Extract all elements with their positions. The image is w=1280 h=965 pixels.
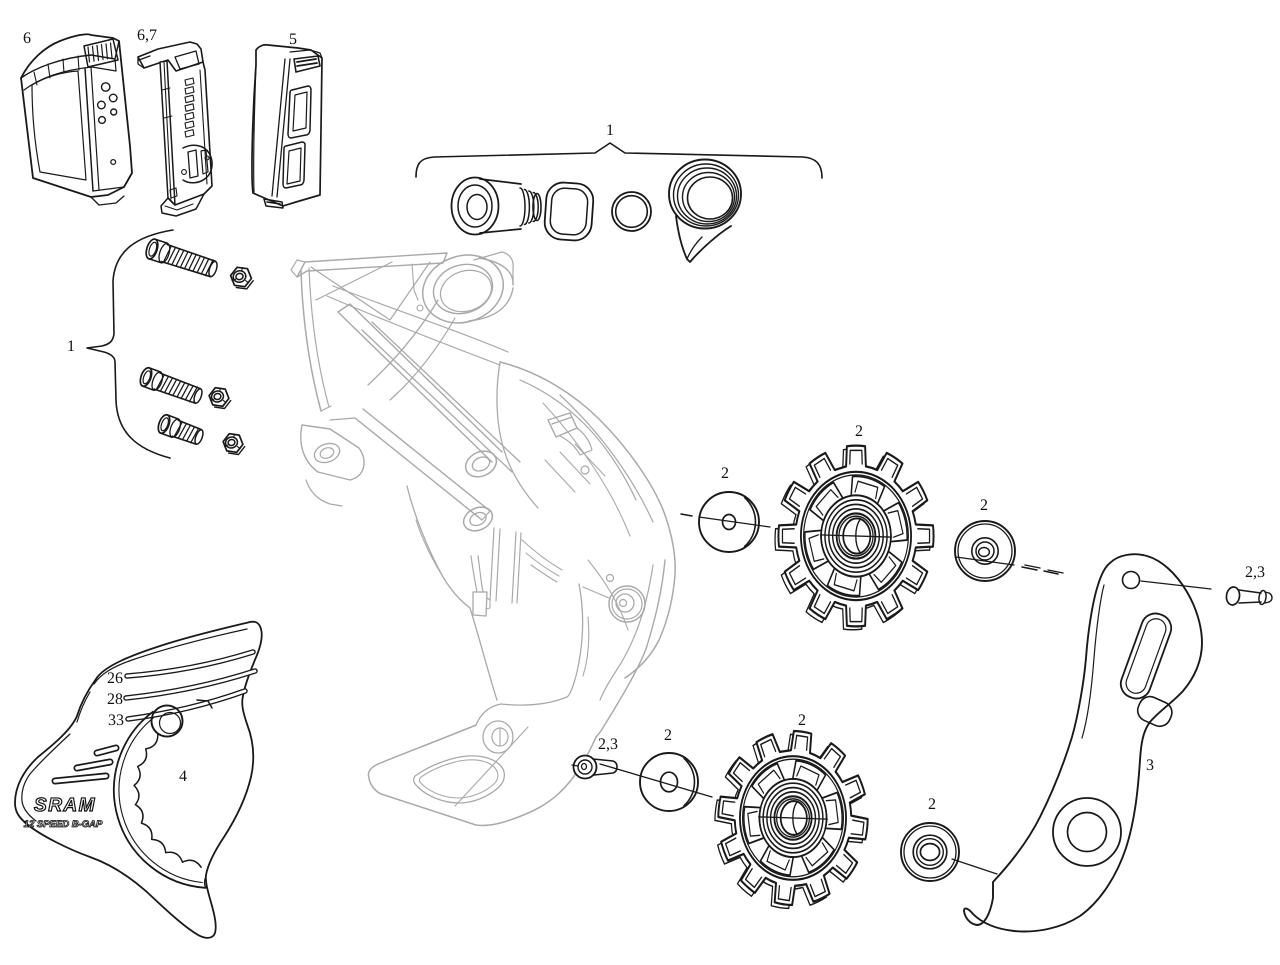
- svg-text:2: 2: [980, 497, 988, 514]
- svg-text:2: 2: [928, 796, 936, 813]
- svg-text:33: 33: [108, 712, 124, 729]
- svg-text:6: 6: [23, 30, 31, 47]
- svg-text:2: 2: [798, 712, 806, 729]
- svg-text:12 SPEED B-GAP: 12 SPEED B-GAP: [24, 819, 103, 830]
- svg-text:2,3: 2,3: [1245, 564, 1265, 581]
- svg-text:28: 28: [107, 691, 123, 708]
- svg-text:4: 4: [179, 768, 187, 785]
- svg-text:3: 3: [1146, 757, 1154, 774]
- svg-text:1: 1: [606, 122, 614, 139]
- svg-text:26: 26: [107, 670, 123, 687]
- svg-text:2: 2: [721, 465, 729, 482]
- svg-text:SRAM: SRAM: [34, 795, 96, 816]
- svg-text:1: 1: [67, 338, 75, 355]
- svg-text:2,3: 2,3: [598, 736, 618, 753]
- svg-text:6,7: 6,7: [137, 27, 157, 44]
- svg-text:2: 2: [855, 423, 863, 440]
- svg-text:2: 2: [664, 727, 672, 744]
- svg-text:5: 5: [289, 31, 297, 48]
